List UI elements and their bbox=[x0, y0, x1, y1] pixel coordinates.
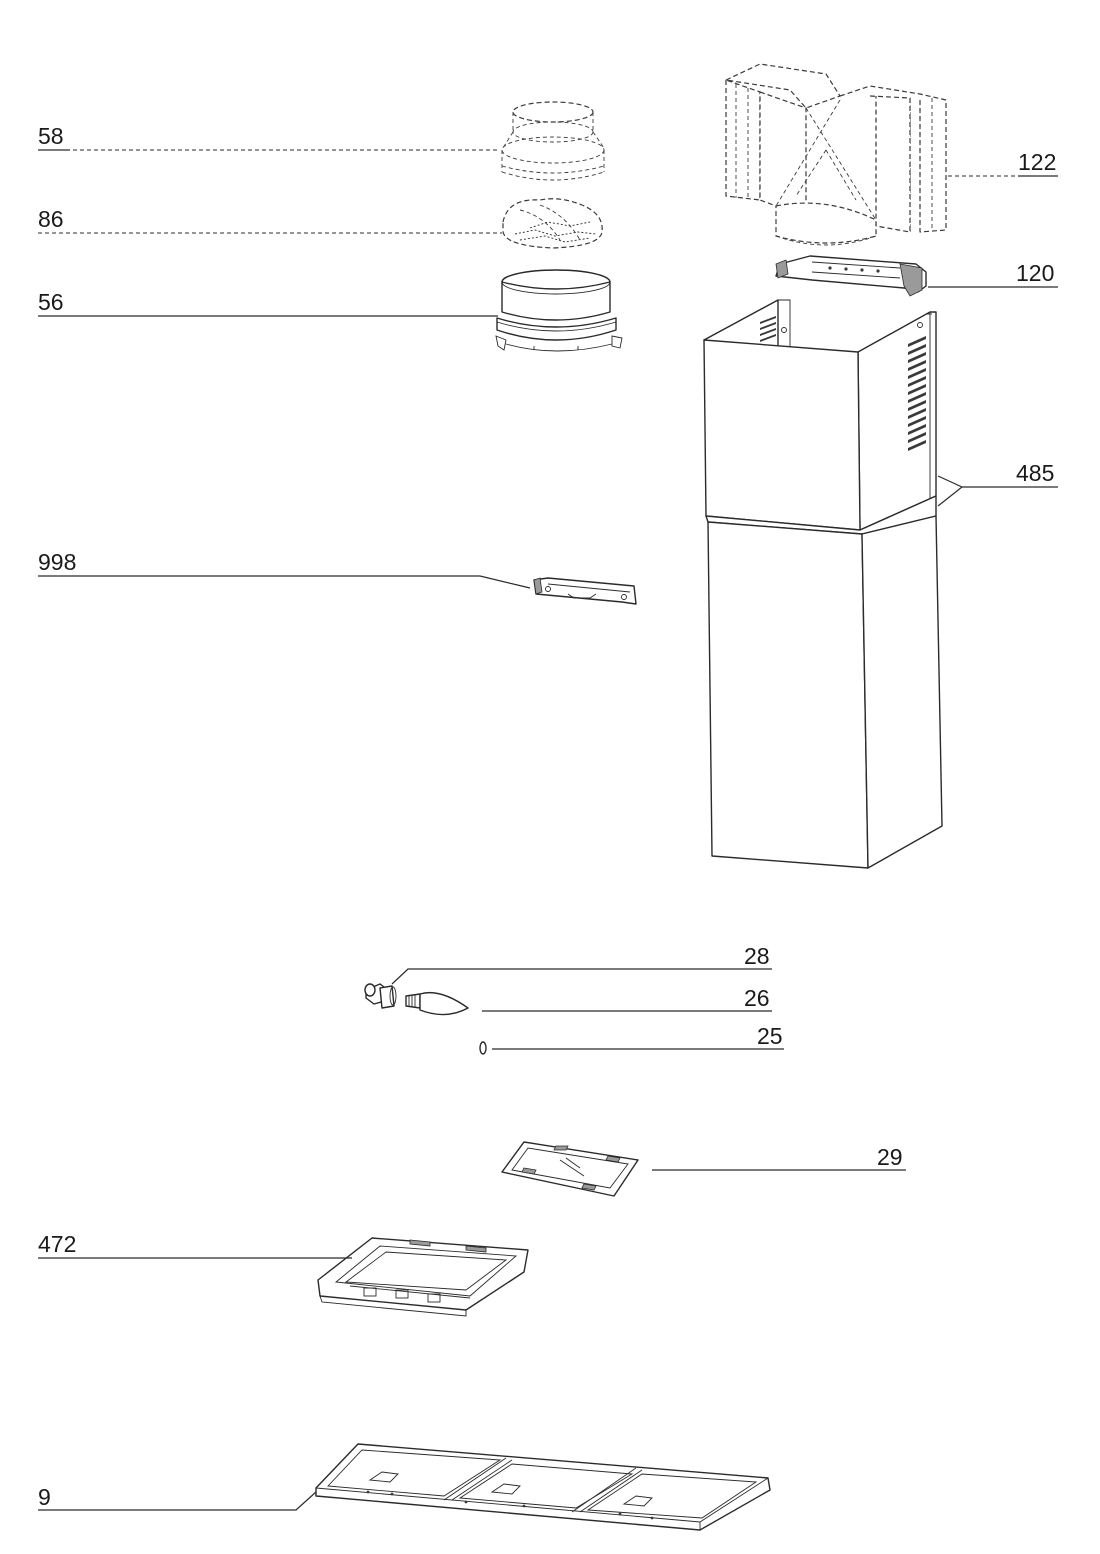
part-58-duct-reducer bbox=[501, 101, 605, 181]
label-25: 25 bbox=[757, 1023, 783, 1049]
label-56: 56 bbox=[38, 289, 64, 315]
callout-29: 29 bbox=[652, 1144, 906, 1171]
callout-28: 28 bbox=[391, 943, 772, 985]
vent-slots-upper bbox=[908, 336, 926, 451]
callout-472: 472 bbox=[38, 1231, 352, 1259]
part-25-o-ring bbox=[479, 1041, 487, 1055]
callout-485: 485 bbox=[937, 460, 1058, 507]
part-9-grease-filters bbox=[315, 1443, 771, 1531]
callout-56: 56 bbox=[38, 289, 498, 317]
part-120-upper-bracket bbox=[775, 255, 927, 297]
callout-26: 26 bbox=[482, 985, 772, 1012]
label-28: 28 bbox=[744, 943, 770, 969]
label-485: 485 bbox=[1016, 460, 1054, 486]
part-56-motor-collar bbox=[495, 269, 623, 352]
callout-25: 25 bbox=[492, 1023, 784, 1050]
label-58: 58 bbox=[38, 123, 64, 149]
callout-86: 86 bbox=[38, 206, 502, 234]
callout-998: 998 bbox=[38, 549, 531, 589]
part-472-filter-frame bbox=[317, 1237, 529, 1317]
part-86-backdraft-valve bbox=[502, 198, 603, 249]
label-122: 122 bbox=[1018, 149, 1056, 175]
part-28-lamp-holder bbox=[364, 983, 397, 1009]
callout-58: 58 bbox=[38, 123, 500, 151]
label-29: 29 bbox=[877, 1144, 903, 1170]
callout-122: 122 bbox=[948, 149, 1058, 177]
label-120: 120 bbox=[1016, 260, 1054, 286]
part-122-air-diverter bbox=[725, 63, 947, 246]
callout-9: 9 bbox=[38, 1484, 317, 1511]
callout-120: 120 bbox=[928, 260, 1058, 288]
part-998-lower-bracket bbox=[533, 577, 637, 605]
label-472: 472 bbox=[38, 1231, 76, 1257]
part-485-chimney bbox=[703, 299, 943, 869]
vent-slots-rear bbox=[760, 316, 776, 342]
label-998: 998 bbox=[38, 549, 76, 575]
part-26-light-bulb bbox=[405, 991, 469, 1016]
part-29-lamp-cover bbox=[501, 1141, 639, 1197]
label-86: 86 bbox=[38, 206, 64, 232]
label-26: 26 bbox=[744, 985, 770, 1011]
label-9: 9 bbox=[38, 1484, 51, 1510]
